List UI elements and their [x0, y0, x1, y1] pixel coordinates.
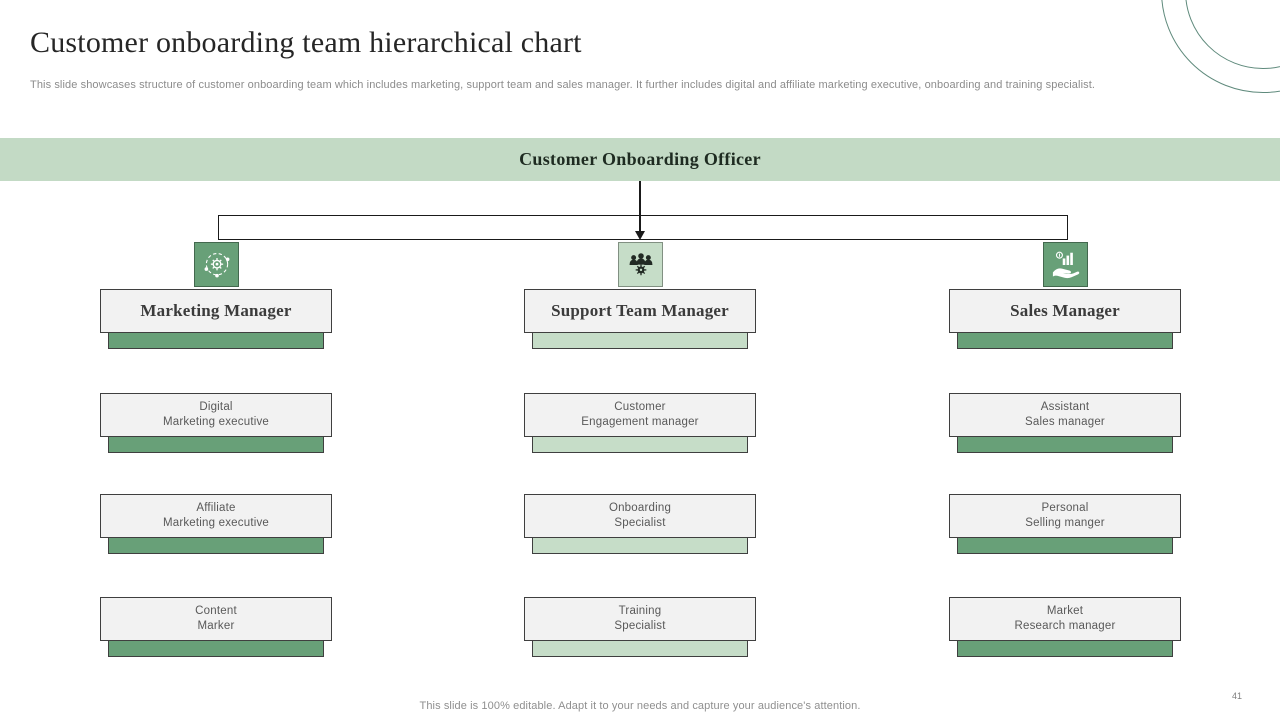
report-label-line2: Specialist — [614, 620, 666, 632]
connector-vertical-line — [639, 181, 641, 232]
manager-label: Marketing Manager — [140, 301, 292, 320]
report-node: Training Specialist — [524, 597, 756, 641]
accent-bar — [532, 333, 748, 349]
footer-note: This slide is 100% editable. Adapt it to… — [419, 700, 861, 712]
page-title: Customer onboarding team hierarchical ch… — [30, 26, 582, 59]
report-node: Digital Marketing executive — [100, 393, 332, 437]
accent-bar — [957, 333, 1173, 349]
accent-bar — [108, 641, 324, 657]
report-label-line1: Training — [618, 605, 662, 617]
org-column-support: Support Team Manager Customer Engagement… — [524, 242, 756, 672]
report-label-line2: Sales manager — [1025, 416, 1105, 428]
report-node: Content Marker — [100, 597, 332, 641]
report-label-line1: Digital — [199, 401, 233, 413]
hand-chart-icon — [1043, 242, 1088, 287]
report-node: Market Research manager — [949, 597, 1181, 641]
accent-bar — [532, 437, 748, 453]
report-node: Affiliate Marketing executive — [100, 494, 332, 538]
report-node: Personal Selling manger — [949, 494, 1181, 538]
accent-bar — [957, 437, 1173, 453]
accent-bar — [108, 437, 324, 453]
accent-bar — [957, 641, 1173, 657]
page-subtitle: This slide showcases structure of custom… — [30, 79, 1096, 91]
report-label-line1: Onboarding — [608, 502, 672, 514]
page-number: 41 — [1231, 691, 1242, 701]
report-node: Customer Engagement manager — [524, 393, 756, 437]
manager-label: Support Team Manager — [551, 301, 729, 320]
report-label-line2: Marker — [197, 620, 235, 632]
manager-node-sales: Sales Manager — [949, 289, 1181, 333]
report-label-line1: Content — [195, 605, 237, 617]
report-label-line2: Marketing executive — [162, 517, 270, 529]
report-label-line2: Marketing executive — [162, 416, 270, 428]
report-label-line2: Selling manger — [1025, 517, 1105, 529]
accent-bar — [957, 538, 1173, 554]
accent-bar — [532, 538, 748, 554]
org-column-marketing: Marketing Manager Digital Marketing exec… — [100, 242, 332, 672]
report-label-line1: Assistant — [1040, 401, 1090, 413]
org-column-sales: Sales Manager Assistant Sales manager Pe… — [949, 242, 1181, 672]
team-group-icon — [618, 242, 663, 287]
manager-node-marketing: Marketing Manager — [100, 289, 332, 333]
report-label-line1: Affiliate — [196, 502, 236, 514]
report-node: Onboarding Specialist — [524, 494, 756, 538]
accent-bar — [108, 538, 324, 554]
report-node: Assistant Sales manager — [949, 393, 1181, 437]
report-label-line1: Market — [1046, 605, 1084, 617]
report-label-line1: Customer — [614, 401, 666, 413]
report-label-line1: Personal — [1041, 502, 1089, 514]
root-node-customer-onboarding-officer: Customer Onboarding Officer — [0, 138, 1280, 181]
report-label-line2: Specialist — [614, 517, 666, 529]
manager-node-support: Support Team Manager — [524, 289, 756, 333]
connector-arrow-head — [635, 231, 645, 240]
process-gear-icon — [194, 242, 239, 287]
manager-label: Sales Manager — [1010, 301, 1120, 320]
report-label-line2: Engagement manager — [581, 416, 699, 428]
accent-bar — [108, 333, 324, 349]
accent-bar — [532, 641, 748, 657]
report-label-line2: Research manager — [1014, 620, 1116, 632]
